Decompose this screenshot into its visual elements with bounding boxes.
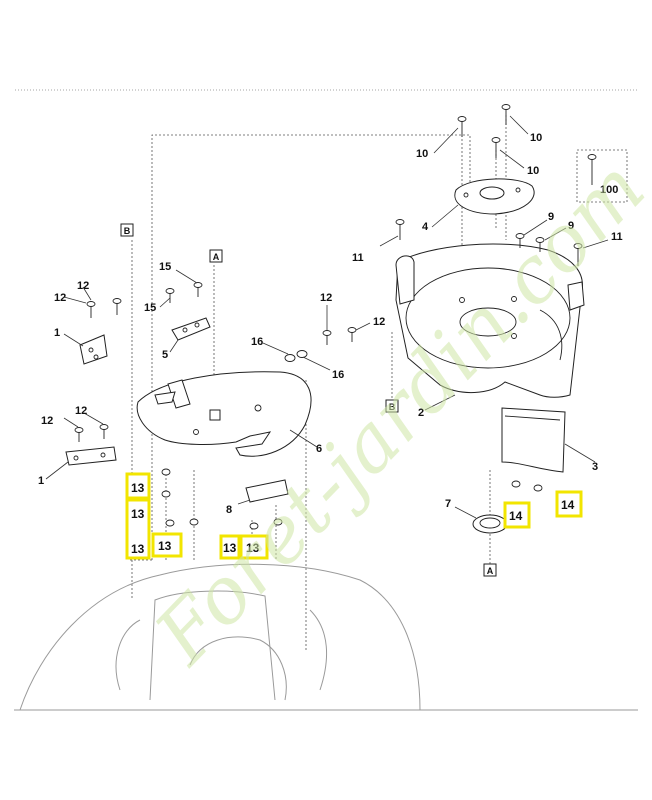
highlight-label-part-13: 13 (131, 542, 145, 556)
screws (74, 104, 597, 442)
label-part-12: 12 (320, 292, 332, 304)
highlight-label-part-13: 13 (158, 539, 172, 553)
screw-icon (347, 327, 357, 342)
label-part-12: 12 (54, 292, 66, 304)
label-part-8: 8 (226, 504, 232, 516)
ref-marker-A: A (209, 249, 223, 263)
screw-icon (322, 330, 332, 345)
part-4-mount-plate (454, 178, 535, 215)
label-part-4: 4 (422, 221, 429, 233)
screw-icon (501, 104, 511, 125)
label-part-9: 9 (548, 211, 554, 223)
label-part-16: 16 (251, 336, 263, 348)
label-part-7: 7 (445, 498, 451, 510)
screw-icon (535, 237, 545, 252)
screw-icon (515, 233, 525, 248)
nut-icon (533, 484, 543, 492)
highlight-label-part-13: 13 (246, 541, 260, 555)
screw-icon (491, 137, 501, 158)
label-part-16: 16 (332, 369, 344, 381)
part-1-bracket-lower (65, 446, 117, 466)
part-100-inset-box (576, 149, 628, 203)
label-part-11: 11 (352, 252, 364, 264)
screw-icon (395, 219, 405, 240)
label-part-1: 1 (38, 475, 44, 487)
part-labels: 12 12 1 12 12 1 15 15 5 16 16 12 12 6 8 … (38, 132, 623, 516)
label-part-6: 6 (316, 443, 322, 455)
nut-icon (273, 518, 283, 526)
nut-icon (284, 354, 296, 362)
highlight-label-part-14: 14 (561, 498, 575, 512)
screw-icon (573, 243, 583, 266)
screw-icon (112, 298, 122, 315)
screw-icon (457, 116, 467, 137)
label-part-11: 11 (611, 231, 623, 243)
label-part-12: 12 (77, 280, 89, 292)
nut-icon (296, 350, 308, 358)
highlight-label-part-14: 14 (509, 509, 523, 523)
ref-marker-B: B (385, 399, 399, 413)
part-1-bracket-upper (79, 334, 108, 365)
leader-lines (45, 115, 609, 519)
highlight-label-part-13: 13 (131, 481, 145, 495)
label-part-5: 5 (162, 349, 168, 361)
label-part-12: 12 (75, 405, 87, 417)
nuts (161, 350, 543, 530)
part-3-flap (501, 407, 566, 473)
label-part-10: 10 (530, 132, 542, 144)
svg-text:B: B (389, 402, 396, 412)
label-part-9: 9 (568, 220, 574, 232)
label-part-10: 10 (416, 148, 428, 160)
screw-icon (99, 424, 109, 439)
label-part-15: 15 (159, 261, 171, 273)
part-7-bushing (472, 514, 508, 534)
screw-icon (74, 427, 84, 442)
label-part-10: 10 (527, 165, 539, 177)
nut-icon (161, 468, 171, 476)
part-8-plate (245, 479, 289, 503)
nut-icon (161, 490, 171, 498)
label-part-100: 100 (600, 184, 618, 196)
part-6-deflector-plate (136, 371, 312, 457)
nut-icon (189, 518, 199, 526)
reference-markers: B A B A (120, 223, 497, 577)
label-part-15: 15 (144, 302, 156, 314)
ref-marker-B: B (120, 223, 134, 237)
part-5-bracket (171, 317, 211, 341)
ref-marker-A: A (483, 563, 497, 577)
screw-icon (193, 282, 203, 297)
nut-icon (165, 519, 175, 527)
part-2-blade-housing (395, 243, 585, 398)
highlighted-labels: 13 13 13 13 13 13 14 14 (125, 472, 583, 560)
label-part-12: 12 (373, 316, 385, 328)
nut-icon (511, 480, 521, 488)
svg-text:A: A (487, 566, 494, 576)
nut-icon (249, 522, 259, 530)
highlight-label-part-13: 13 (223, 541, 237, 555)
svg-text:B: B (124, 226, 131, 236)
label-part-1: 1 (54, 327, 60, 339)
label-part-3: 3 (592, 461, 598, 473)
engine-housing (14, 563, 638, 711)
screw-icon (86, 301, 96, 318)
svg-text:A: A (213, 252, 220, 262)
label-part-2: 2 (418, 407, 424, 419)
highlight-label-part-13: 13 (131, 507, 145, 521)
label-part-12: 12 (41, 415, 53, 427)
screw-icon (587, 154, 597, 185)
